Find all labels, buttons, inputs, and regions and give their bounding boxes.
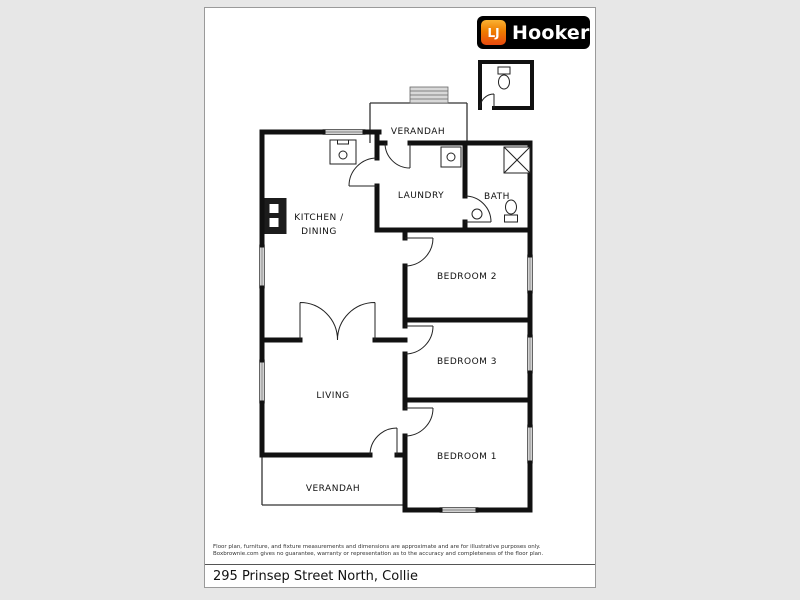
kitchen-sink-icon — [329, 139, 357, 165]
property-address: 295 Prinsep Street North, Collie — [213, 569, 419, 584]
door-bedroom-2 — [404, 237, 434, 267]
walls — [259, 60, 534, 513]
floorplan: VERANDAH LAUNDRY BATH KITCHEN / DINING B… — [259, 60, 534, 513]
fixtures — [264, 66, 531, 234]
door-wc — [479, 93, 495, 109]
footer-divider — [205, 564, 595, 565]
document-page: LJ Hooker — [204, 7, 596, 588]
room-label-kitchen-line2: DINING — [301, 227, 337, 237]
room-label-bedroom-2: BEDROOM 2 — [437, 272, 497, 282]
room-label-bath: BATH — [484, 192, 510, 202]
brand-name: Hooker — [512, 21, 590, 44]
lj-logo-mark: LJ — [481, 20, 506, 45]
room-label-bedroom-3: BEDROOM 3 — [437, 357, 497, 367]
room-label-kitchen-line1: KITCHEN / — [294, 213, 344, 223]
laundry-trough-icon — [440, 146, 462, 168]
shower-icon — [503, 146, 531, 174]
door-living-verandah — [369, 427, 398, 456]
door-swings — [299, 93, 495, 456]
room-label-bedroom-1: BEDROOM 1 — [437, 452, 497, 462]
door-laundry-kitchen — [348, 157, 378, 187]
room-label-laundry: LAUNDRY — [398, 191, 444, 201]
door-bath — [464, 195, 492, 223]
wc-toilet-icon — [497, 66, 511, 90]
disclaimer: Floor plan, furniture, and fixture measu… — [213, 544, 583, 558]
lj-logo-text: LJ — [487, 25, 500, 40]
room-label-verandah-top: VERANDAH — [391, 127, 445, 137]
ljhooker-logo: LJ Hooker — [477, 16, 590, 49]
disclaimer-line-1: Floor plan, furniture, and fixture measu… — [213, 544, 541, 550]
double-door-kitchen-living — [299, 302, 376, 341]
door-bedroom-1 — [404, 407, 434, 437]
door-verandah-laundry — [384, 142, 411, 169]
door-bedroom-3 — [404, 325, 434, 355]
wc-outbuilding-walls — [478, 60, 534, 110]
basin-icon — [471, 208, 483, 220]
disclaimer-line-2: Boxbrownie.com gives no guarantee, warra… — [213, 551, 544, 557]
steps-icon — [409, 86, 449, 104]
room-label-living: LIVING — [316, 391, 349, 401]
stove-icon — [264, 198, 287, 234]
toilet-icon — [504, 199, 518, 223]
room-label-verandah-bottom: VERANDAH — [306, 484, 360, 494]
